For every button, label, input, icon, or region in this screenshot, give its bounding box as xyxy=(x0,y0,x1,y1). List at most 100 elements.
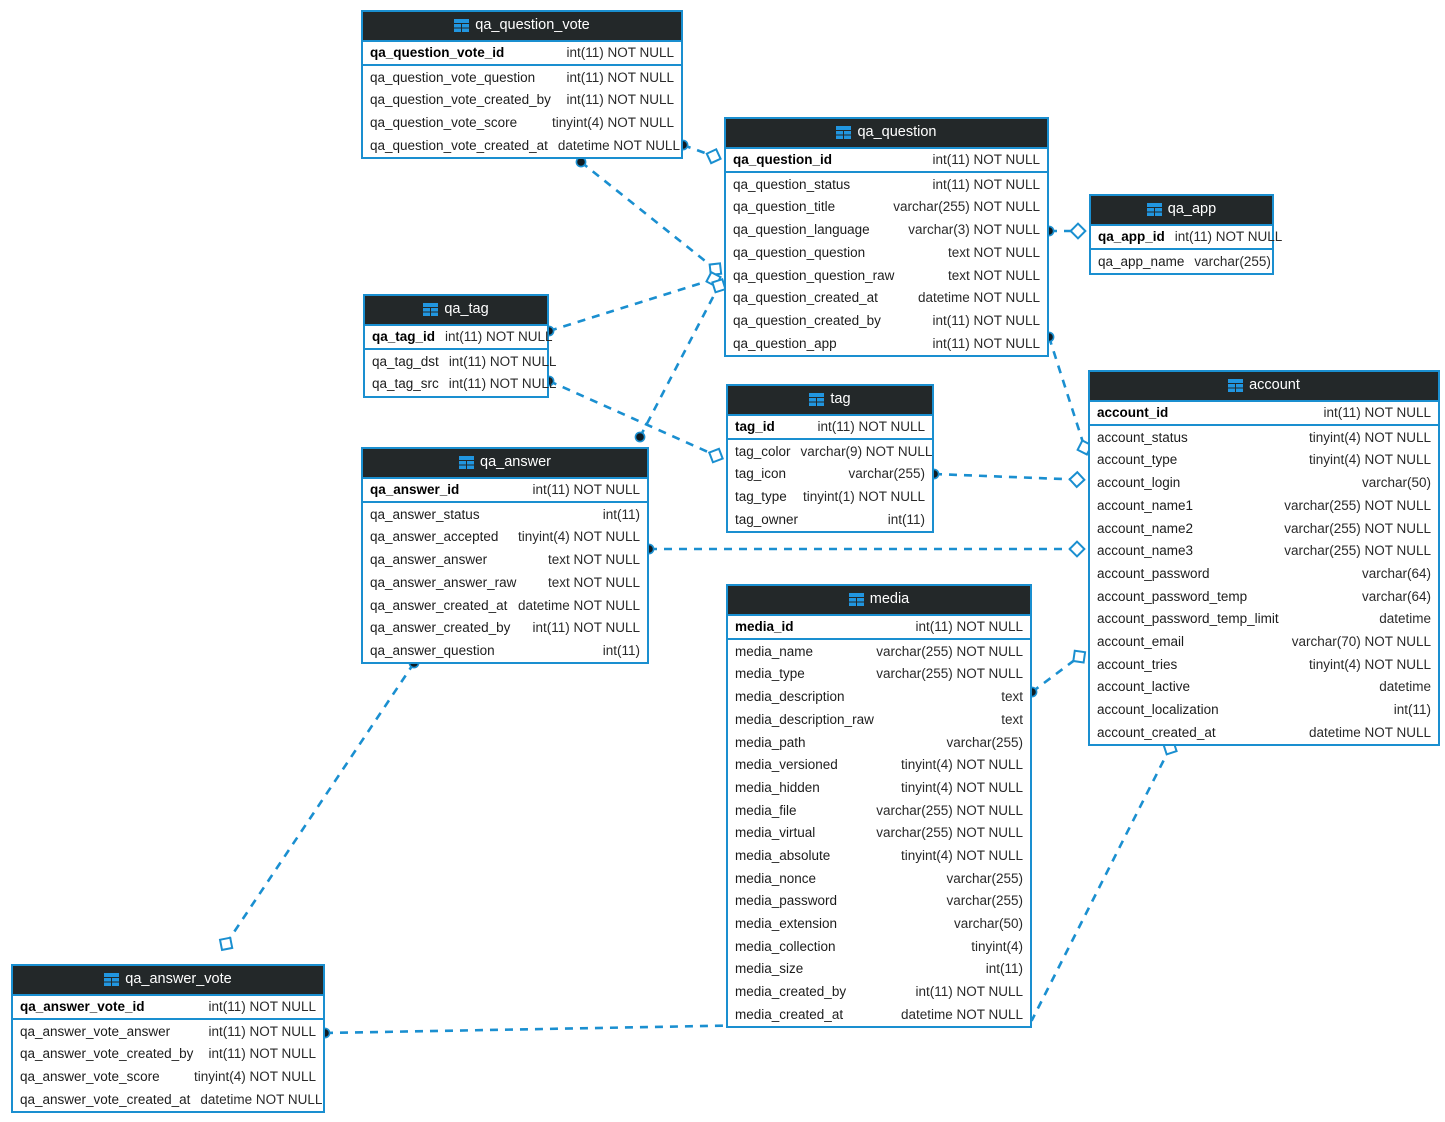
relationship-rel-answer-account xyxy=(643,540,1086,558)
column-name: media_path xyxy=(735,734,806,750)
column-name: qa_question_vote_question xyxy=(370,69,536,85)
column-type: int(11) NOT NULL xyxy=(932,335,1040,351)
column-type: varchar(255) NOT NULL xyxy=(1284,543,1431,559)
column-type: varchar(255) NOT NULL xyxy=(876,802,1023,818)
column-name: media_description xyxy=(735,689,845,705)
table-icon xyxy=(836,125,852,139)
column-name: account_password_temp xyxy=(1097,588,1248,604)
column-type: int(11) xyxy=(887,511,925,527)
column-type: int(11) NOT NULL xyxy=(208,1023,316,1039)
column-name: media_description_raw xyxy=(735,711,874,727)
column-name: account_password_temp_limit xyxy=(1097,611,1279,627)
column-type: varchar(255) xyxy=(946,870,1023,886)
column-type: int(11) NOT NULL xyxy=(448,376,557,392)
column-name: media_versioned xyxy=(735,757,838,773)
relationship-rel-question-account xyxy=(1043,331,1093,456)
column-name: qa_answer_created_at xyxy=(370,597,508,613)
column-type: varchar(64) xyxy=(1361,588,1431,604)
relationship-rel-tag-account xyxy=(928,468,1086,489)
entity-header: qa_answer_vote xyxy=(13,966,323,996)
column-name: qa_question_vote_created_by xyxy=(370,92,551,108)
column-name: qa_answer_answer_raw xyxy=(370,574,517,590)
column-name: qa_question_title xyxy=(733,199,836,215)
column-name: media_created_at xyxy=(735,1006,844,1022)
column-type: int(11) NOT NULL xyxy=(566,45,674,61)
column-name: media_password xyxy=(735,893,838,909)
column-type: text xyxy=(1001,711,1023,727)
entity-header: qa_tag xyxy=(365,296,547,326)
column-name: account_lactive xyxy=(1097,679,1191,695)
column-name: qa_answer_created_by xyxy=(370,620,511,636)
table-icon xyxy=(104,972,120,986)
column-name: media_file xyxy=(735,802,797,818)
column-type: text NOT NULL xyxy=(547,552,640,568)
column-name: tag_icon xyxy=(735,466,787,482)
column-type: varchar(255) NOT NULL xyxy=(876,825,1023,841)
entity-title: qa_question xyxy=(857,124,937,140)
column-type: int(11) NOT NULL xyxy=(915,984,1023,1000)
column-name: qa_question_vote_score xyxy=(370,115,518,131)
column-name: account_login xyxy=(1097,475,1181,491)
entity-header: tag xyxy=(728,386,932,416)
column-name: qa_question_vote_created_at xyxy=(370,137,548,153)
column-type: int(11) NOT NULL xyxy=(915,619,1023,635)
entity-header: qa_question_vote xyxy=(363,12,681,42)
column-name: tag_id xyxy=(735,419,775,435)
column-name: account_type xyxy=(1097,452,1178,468)
column-type: int(11) NOT NULL xyxy=(932,176,1040,192)
column-name: qa_answer_vote_answer xyxy=(20,1023,171,1039)
table-icon xyxy=(1228,378,1244,392)
column-type: text NOT NULL xyxy=(947,267,1040,283)
column-row: media_description_raw text xyxy=(728,708,1030,731)
column-name: qa_answer_id xyxy=(370,482,460,498)
column-name: qa_question_question xyxy=(733,244,866,260)
column-type: text NOT NULL xyxy=(547,574,640,590)
entity-title: qa_answer_vote xyxy=(125,971,232,987)
column-name: qa_answer_vote_created_by xyxy=(20,1046,194,1062)
column-type: varchar(50) xyxy=(953,916,1023,932)
column-name: account_created_at xyxy=(1097,724,1216,740)
column-name: qa_answer_vote_created_at xyxy=(20,1091,191,1107)
